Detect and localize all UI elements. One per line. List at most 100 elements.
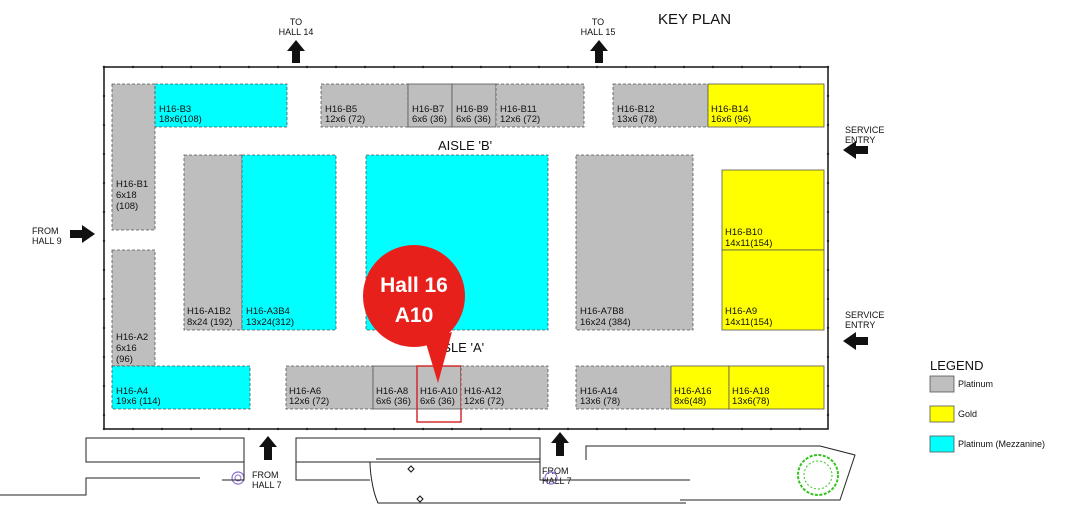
entrance-label-line-2: HALL 14 [279,27,314,37]
entrance-label-line-1: TO [592,17,604,27]
entrance-label-line-2: ENTRY [845,320,875,330]
column-marker [508,65,512,69]
target-icon-inner [234,474,242,482]
column-marker [537,427,541,431]
bollard-markers [407,465,424,503]
booth-h16-b11[interactable]: H16-B11 12x6 (72) [495,83,585,128]
entrance-from-hall-7-right: FROM HALL 7 [542,432,572,486]
column-marker [624,65,628,69]
callout-circle [363,245,465,347]
column-marker [826,239,830,243]
booth-id: H16-A2 [116,332,148,343]
booth-size-area: 14x11(154) [725,238,772,249]
booth-h16-b3[interactable]: H16-B3 18x6(108) [154,83,288,128]
arrow-up-icon [551,432,569,456]
booth-id: H16-A8 [376,386,408,397]
booth-area [154,83,288,128]
booth-size-area: 13x6 (78) [617,114,657,125]
column-marker [218,65,222,69]
column-marker [334,65,338,69]
service-entry-lower: SERVICE ENTRY [843,310,884,350]
booth-id: H16-B9 [456,104,488,115]
booth-h16-b12[interactable]: H16-B12 13x6 (78) [612,83,709,128]
booth-size-area: 13x24(312) [246,317,294,328]
diamond-icon [416,495,424,503]
legend-swatch-gold [929,405,955,423]
entrance-label-line-1: SERVICE [845,310,884,320]
booth-id: H16-B1 [116,179,148,190]
booth-size-area: 8x6(48) [674,396,706,407]
booth-h16-a14[interactable]: H16-A14 13x6 (78) [575,365,672,410]
booth-h16-b10[interactable]: H16-B10 14x11(154) [721,169,825,251]
column-marker [682,65,686,69]
column-marker [247,65,251,69]
column-marker [595,427,599,431]
booth-area [320,83,409,128]
column-marker [102,123,106,127]
column-marker [363,427,367,431]
booth-size-area: 18x6(108) [159,114,202,125]
entrance-label-line-2: ENTRY [845,135,875,145]
tree-icon [797,454,839,496]
booth-id: H16-A3B4 [246,306,290,317]
location-callout: Hall 16 A10 [363,245,465,383]
booth-h16-a2[interactable]: H16-A2 6x16 (96) [111,249,156,367]
column-marker [102,152,106,156]
booth-size-area: 12x6 (72) [289,396,329,407]
booth-h16-b14[interactable]: H16-B14 16x6 (96) [707,83,825,128]
column-marker [421,427,425,431]
booth-id: H16-A14 [580,386,618,397]
column-marker [826,297,830,301]
column-marker [624,427,628,431]
booth-h16-a8[interactable]: H16-A8 6x6 (36) [372,365,418,410]
booth-area [670,365,730,410]
booth-area [495,83,585,128]
booth-h16-a18[interactable]: H16-A18 13x6(78) [728,365,825,410]
booth-id: H16-B11 [500,104,537,115]
column-marker [508,427,512,431]
booth-h16-a12[interactable]: H16-A12 12x6 (72) [460,365,549,410]
column-marker [102,239,106,243]
booth-id: H16-A1B2 [187,306,231,317]
arrow-up-icon [287,40,305,63]
column-marker [450,65,454,69]
column-marker [189,65,193,69]
booth-size-area: 13x6 (78) [580,396,620,407]
booth-h16-b5[interactable]: H16-B5 12x6 (72) [320,83,409,128]
column-marker [276,65,280,69]
service-entry-upper: SERVICE ENTRY [843,125,884,159]
booth-area [460,365,549,410]
booth-size-area: 6x6 (36) [456,114,491,125]
column-marker [653,427,657,431]
booth-h16-a4[interactable]: H16-A4 19x6 (114) [111,365,251,410]
column-marker [826,94,830,98]
booth-h16-a3b4[interactable]: H16-A3B4 13x24(312) [241,154,337,331]
column-marker [363,65,367,69]
booth-area [285,365,374,410]
column-marker [160,65,164,69]
arrow-left-icon [843,141,868,159]
booth-h16-b1[interactable]: H16-B1 6x18 (108) [111,83,156,231]
column-marker [479,427,483,431]
column-marker [102,65,106,69]
diamond-icon [407,465,415,473]
booth-h16-a7b8[interactable]: H16-A7B8 16x24 (384) [575,154,694,331]
booth-area [575,365,672,410]
booth-h16-b7[interactable]: H16-B7 6x6 (36) [407,83,453,128]
column-marker [218,427,222,431]
booth-id: H16-B3 [159,104,191,115]
booth-area-label: (96) [116,354,133,365]
booth-h16-a1b2[interactable]: H16-A1B2 8x24 (192) [183,154,243,331]
booth-area [111,365,251,410]
booth-size-area: 16x24 (384) [580,317,631,328]
booth-h16-a16[interactable]: H16-A16 8x6(48) [670,365,730,410]
column-marker [102,384,106,388]
legend-title: LEGEND [930,358,983,373]
booth-h16-a9[interactable]: H16-A9 14x11(154) [721,249,825,331]
booth-h16-b9[interactable]: H16-B9 6x6 (36) [451,83,497,128]
column-marker [392,65,396,69]
column-marker [566,65,570,69]
booth-h16-a6[interactable]: H16-A6 12x6 (72) [285,365,374,410]
column-marker [798,65,802,69]
column-marker [769,65,773,69]
